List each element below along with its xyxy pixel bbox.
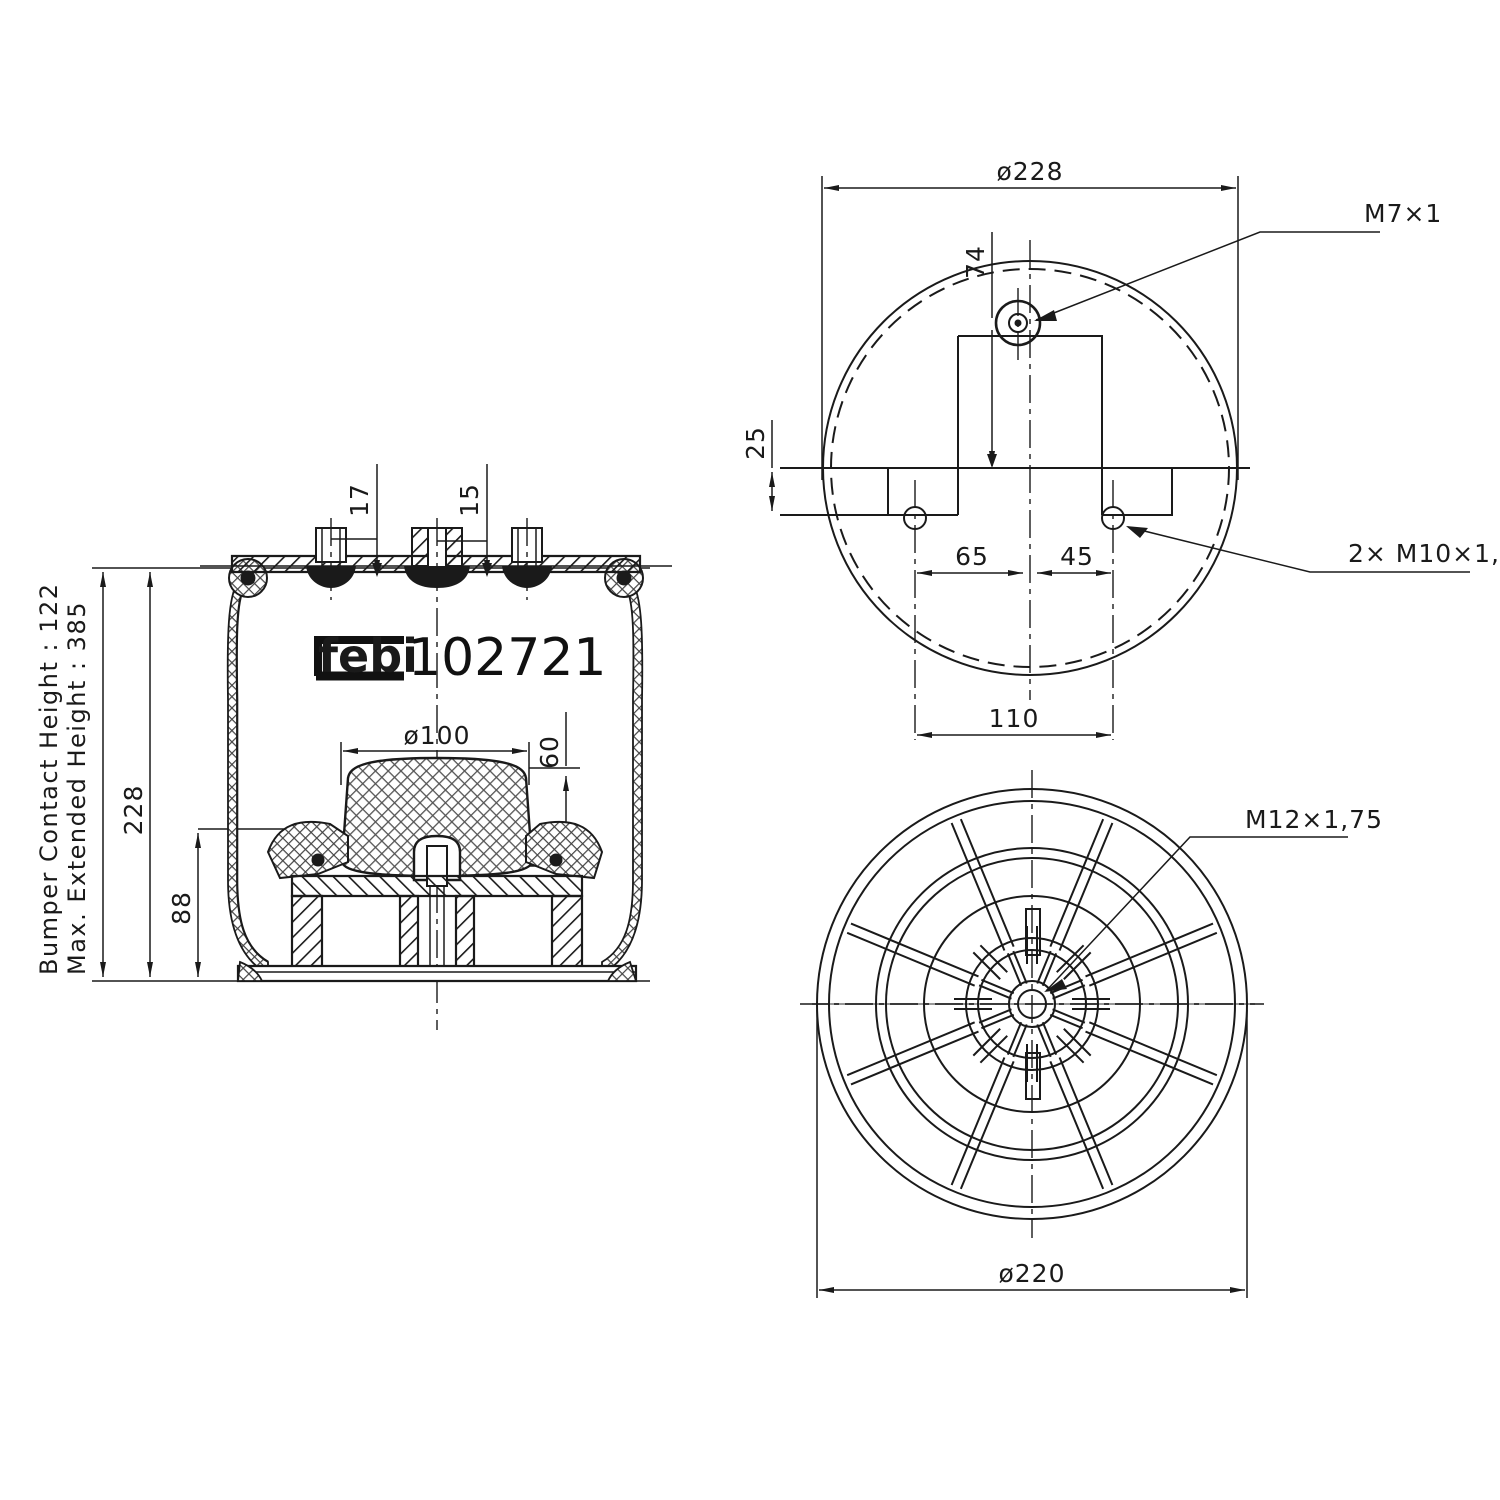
callout-air-port-thread-label: M7×1	[1364, 199, 1442, 228]
callout-piston-center-thread-label: M12×1,75	[1245, 805, 1383, 834]
dimension-bumper-diameter-label: ø100	[403, 721, 470, 750]
dimension-air-port-offset-label: 74	[961, 245, 990, 279]
piston-bottom-view: M12×1,75 ø220	[800, 770, 1383, 1298]
piston-ribs-inner	[954, 926, 1110, 1082]
callout-air-port-thread: M7×1	[1034, 199, 1442, 321]
dimension-bumper-diameter: ø100	[340, 721, 530, 785]
dimension-bracket-edge-offset-label: 25	[741, 426, 770, 460]
febi-logo: febi	[314, 629, 418, 683]
bumper	[340, 756, 534, 887]
mounting-hole-left	[903, 480, 927, 740]
dimension-piston-diameter-label: ø220	[998, 1259, 1065, 1288]
dimension-stud-left-offset: 65	[917, 542, 1023, 576]
dimension-stud-right-offset-label: 45	[1060, 542, 1094, 571]
dimension-stud-left-offset-label: 65	[955, 542, 989, 571]
dimension-plate-diameter-label: ø228	[996, 157, 1063, 186]
dimension-stud-left-label: 17	[345, 483, 374, 517]
callout-mounting-studs-thread: 2× M10×1,5	[1126, 526, 1500, 573]
dimension-bumper-height-label: 60	[535, 735, 564, 769]
note-max-extended-height: Max. Extended Height : 385	[63, 601, 91, 975]
dimension-bumper-height: 60	[529, 712, 580, 867]
dimension-stud-center: 15	[437, 464, 492, 577]
stud-left	[306, 518, 356, 600]
dimension-stud-left: 17	[331, 464, 382, 577]
air-port-hole	[994, 288, 1042, 360]
piston-ribs-outer	[846, 818, 1218, 1190]
dimension-stud-span-label: 110	[989, 704, 1040, 733]
dimension-stud-span: 110	[917, 704, 1111, 738]
dimension-bracket-edge-offset: 25	[741, 420, 775, 511]
stud-right	[502, 518, 552, 600]
dimension-stud-right-offset: 45	[1037, 542, 1111, 576]
dimension-stud-center-label: 15	[455, 483, 484, 517]
dimension-overall-height-label: 228	[119, 785, 148, 836]
note-bumper-contact-height: Bumper Contact Height : 122	[35, 582, 63, 975]
dimension-plate-diameter: ø228	[821, 157, 1239, 480]
top-plate-view: ø228 25	[741, 157, 1500, 740]
stud-center	[404, 518, 470, 660]
part-number: 102721	[408, 628, 607, 688]
febi-logo-text: febi	[318, 629, 418, 683]
dimension-piston-height: 88	[167, 828, 330, 977]
dimension-overall-height: 228	[119, 572, 153, 977]
piston-body	[236, 820, 638, 983]
callout-mounting-studs-thread-label: 2× M10×1,5	[1348, 539, 1500, 568]
piston-hub-spokes	[978, 950, 1086, 1058]
mounting-hole-right	[1101, 480, 1125, 740]
dimension-air-port-offset: 74	[961, 232, 997, 468]
callout-piston-center-thread: M12×1,75	[1044, 805, 1383, 992]
cross-section-view: Bumper Contact Height : 122 Max. Extende…	[35, 464, 672, 1030]
dimension-piston-diameter: ø220	[816, 1010, 1248, 1298]
dimension-piston-height-label: 88	[167, 891, 196, 925]
